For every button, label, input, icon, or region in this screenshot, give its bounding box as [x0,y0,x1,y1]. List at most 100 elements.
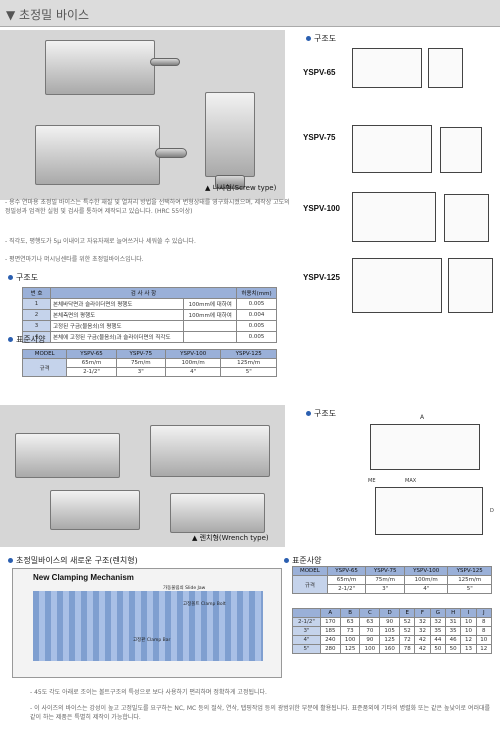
cell: 31 [444,617,462,627]
mechanism-diagram: New Clamping Mechanism 가동물림쇠 Slide Jaw 고… [12,568,282,678]
structure-table-title: 구조도 [8,272,38,283]
cell: 240 [319,635,341,645]
label-clamp-bar: 고정판 Clamp Bar [133,638,171,643]
dim-label-max: MAX [405,478,417,484]
cell: 3" [115,367,166,377]
cell: 72 [399,635,416,645]
header-divider [0,26,500,27]
label-clamp-bolt: 고정볼트 Clamp Bolt [183,602,226,607]
cell: 185 [319,626,341,636]
cell: 100 [339,635,361,645]
cell: 42 [414,644,431,654]
cell: 3" [292,626,321,636]
cell: 5" [292,644,321,654]
cell: 4" [292,635,321,645]
table-row: 4" 240 100 90 125 72 42 44 46 12 10 [292,635,493,645]
cell: 280 [319,644,341,654]
cell: 50 [444,644,462,654]
wrench-vise-image-1 [15,433,120,478]
cell: 0.005 [236,298,277,310]
cell: 8 [475,626,493,636]
cell: 90 [379,617,401,627]
cell [183,320,237,332]
bullet-icon [8,558,13,563]
th-model-100: YSPV-100 [403,566,449,576]
th-no: 번 호 [22,287,51,299]
screw-photo-panel [0,30,285,200]
th-dim-f: F [414,608,431,618]
spec-table-2-label: 표준사양 [292,556,322,565]
drawing-125-front [352,258,442,313]
th-model-100: YSPV-100 [164,349,222,359]
table-row: 4 본체에 고정된 구금(물음쇠)과 슬라이더면의 직각도 0.005 [22,331,277,343]
page-title: ▼ 초정밀 바이스 [6,8,90,22]
screw-struct-title: 구조도 [306,33,336,44]
wrench-photo-panel [0,405,285,547]
cell: 46 [444,635,462,645]
cell: 2-1/2" [326,584,367,594]
th-model-125: YSPV-125 [220,349,277,359]
cell: 65m/m [66,358,117,368]
table-row: 규격 65m/m 75m/m 100m/m 125m/m [21,358,277,377]
bullet-icon [284,558,289,563]
cell: 42 [414,635,431,645]
cell-row-label: 규격 [292,575,328,594]
mechanism-title: 초정밀바이스의 새로운 구조(렌치형) [8,555,138,566]
cell: 35 [444,626,462,636]
cell [183,331,237,343]
table-row: 3" 185 73 70 105 52 32 35 35 10 8 [292,626,493,636]
model-label-125: YSPV-125 [303,273,340,282]
wrench-vise-image-3 [50,490,140,530]
note-4: - 45도 각도 아래로 조이는 볼트구조의 특성으로 보다 사용하기 편리하며… [30,689,267,696]
cell: 32 [414,626,431,636]
cell: 105 [379,626,401,636]
cell: 5" [447,584,492,594]
note-1: - 용수 연마용 초정밀 바이스는 특수한 재질 및 열처리 방법을 선택하여 … [5,199,290,215]
cell: 125m/m [447,575,492,585]
cell: 고정된 구금(물음쇠)의 평행도 [49,320,185,332]
cell: 8 [475,617,493,627]
screw-caption: ▲ 나사형(Screw type) [205,184,277,192]
cell: 12 [460,635,477,645]
cell: 100 [359,644,381,654]
dim-label-me: ME [368,478,376,484]
screw-handle-1 [150,58,180,66]
cell: 32 [414,617,431,627]
drawing-65-front [352,48,422,88]
wrench-vise-image-2 [150,425,270,477]
th-dim-d: D [379,608,401,618]
note-3: - 평면연마기나 머시닝센타를 위한 초정밀바이스입니다. [5,256,144,263]
cell: 1 [22,298,51,310]
cell: 100m/m [164,358,222,368]
th-dim-i: I [460,608,477,618]
wrench-struct-title: 구조도 [306,408,336,419]
cell: 본체바닥면과 슬라이더면의 평행도 [49,298,185,310]
cell: 125 [379,635,401,645]
mechanism-body [33,591,263,661]
dimension-table: A B C D E F G H I J 2-1/2" 170 63 63 90 … [292,608,493,654]
mechanism-label: 초정밀바이스의 새로운 구조(렌치형) [16,556,138,565]
cell: 125 [339,644,361,654]
spec-table-2-title: 표준사양 [284,555,321,566]
table-row: 2-1/2" 3" 4" 5" [23,367,277,377]
cell: 3 [22,320,51,332]
cell: 65m/m [326,575,367,585]
th-item: 검 사 사 항 [50,287,237,299]
structure-table-label: 구조도 [16,273,39,282]
model-label-65: YSPV-65 [303,68,336,77]
spec-table-1-label: 표준사양 [16,335,46,344]
model-label-100: YSPV-100 [303,204,340,213]
table-row: 2-1/2" 3" 4" 5" [293,584,492,594]
cell: 35 [429,626,446,636]
bullet-icon [306,411,311,416]
drawing-100-side [444,194,489,242]
th-model-65: YSPV-65 [326,566,367,576]
cell: 125m/m [220,358,277,368]
th-model-65: YSPV-65 [66,349,117,359]
cell: 100mm에 대하여 [183,309,237,321]
bullet-icon [8,275,13,280]
wrench-struct-label: 구조도 [314,409,337,418]
cell: 0.005 [236,320,277,332]
label-slide-jaw: 가동물림쇠 Slide Jaw [163,586,206,591]
cell: 100mm에 대하여 [183,298,237,310]
